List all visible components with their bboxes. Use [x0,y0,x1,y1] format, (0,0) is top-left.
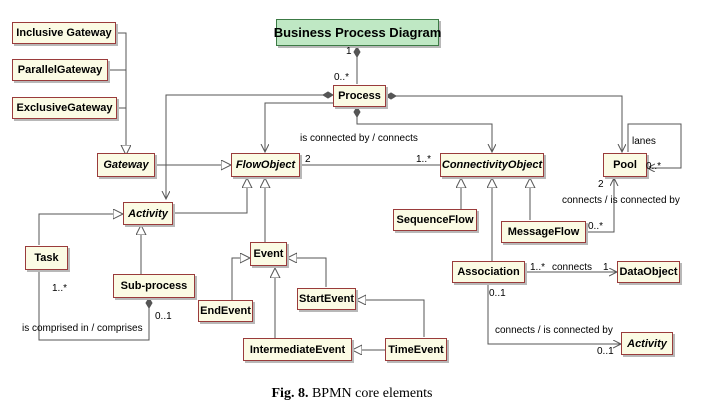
exclusive-gateway-box: ExclusiveGateway [12,97,117,119]
pool-box: Pool [603,153,647,177]
time-event-box: TimeEvent [385,338,447,361]
comprised-in-label: is comprised in / comprises [22,323,143,334]
association-multiplicity-bottom: 0..1 [489,288,506,299]
task-box: Task [25,246,68,270]
bpd-multiplicity: 1 [346,46,352,57]
activity-box: Activity [123,202,173,225]
line-endevent-to-event [231,258,250,300]
line-association-to-activity2 [487,283,621,344]
line-process-to-activity [166,95,333,199]
figure-caption-text: BPMN core elements [308,386,433,401]
association-multiplicity-left: 1..* [530,262,546,273]
line-process-to-flowobject [265,102,333,152]
line-task-subprocess [38,271,153,341]
process-multiplicity: 0..* [334,72,350,83]
sequence-flow-box: SequenceFlow [393,209,477,231]
pool-multiplicity: 2 [598,179,604,190]
start-event-box: StartEvent [297,288,356,310]
sub-process-box: Sub-process [113,274,195,298]
line-task-to-activity [38,214,123,245]
line-inclusive-to-gateway [115,32,126,155]
line-pool-lanes [627,123,682,168]
parallel-gateway-box: ParallelGateway [12,59,108,81]
subprocess-multiplicity: 0..1 [155,311,172,322]
flowobject-multiplicity: 2 [305,154,311,165]
task-multiplicity: 1..* [52,283,68,294]
activity-box-secondary: Activity [621,332,673,355]
data-object-box: DataObject [617,261,680,283]
end-event-box: EndEvent [198,300,253,322]
message-flow-box: MessageFlow [501,221,586,243]
lanes-multiplicity: 0..* [646,161,662,172]
line-process-to-connectivity [357,107,492,152]
figure-number: Fig. 8. [271,386,309,401]
line-startevent-to-event [287,258,327,287]
gateway-box: Gateway [97,153,155,177]
association-box: Association [452,261,525,283]
connectivity-object-box: ConnectivityObject [440,153,544,177]
is-connected-by-label: is connected by / connects [300,133,418,144]
activity2-multiplicity: 0..1 [597,346,614,357]
pool-connects-label: connects / is connected by [562,195,680,206]
line-activity-to-flowobject [173,178,247,214]
figure-caption: Fig. 8. BPMN core elements [0,386,704,402]
dataobject-multiplicity: 1 [603,262,609,273]
association-connects-label: connects [552,262,593,273]
line-messageflow-to-pool [586,178,614,233]
intermediate-event-box: IntermediateEvent [243,338,352,361]
business-process-diagram-box: Business Process Diagram [274,19,441,46]
association-connects-activity-label: connects / is connected by [495,325,613,336]
line-timeevent-to-startevent [356,300,425,337]
event-box: Event [250,242,287,266]
messageflow-multiplicity: 0..* [588,221,604,232]
line-process-to-pool [386,96,622,152]
lanes-label: lanes [632,136,656,147]
inclusive-gateway-box: Inclusive Gateway [12,22,116,44]
flow-object-box: FlowObject [231,153,300,177]
process-box: Process [333,85,386,107]
connectivity-multiplicity: 1..* [416,154,432,165]
